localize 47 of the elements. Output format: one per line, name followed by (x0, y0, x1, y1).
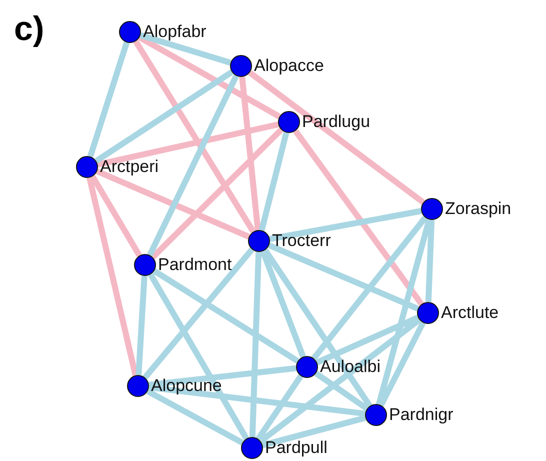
network-link (425, 220, 435, 302)
network-link (146, 388, 244, 446)
network-link (96, 168, 250, 240)
node-label: Trocterr (272, 231, 331, 251)
node-label: Pardlugu (302, 112, 370, 132)
network-link (248, 70, 425, 205)
node-label: Pardpull (265, 438, 328, 458)
network-link (90, 174, 142, 258)
node-label: Pardnigr (389, 405, 454, 425)
network-link (87, 42, 130, 158)
network-link (262, 414, 366, 448)
node-label: Alopcune (151, 376, 222, 396)
node-label: Auloalbi (320, 357, 380, 377)
network-link (262, 248, 372, 408)
node-label: Alopacce (254, 56, 324, 76)
panel-label: c) (14, 10, 44, 49)
network-link (133, 40, 256, 234)
node-label: Arctlute (441, 303, 499, 323)
node-label: Pardmont (158, 255, 232, 275)
network-link (148, 365, 296, 388)
network-link (150, 128, 284, 260)
network-link (136, 276, 148, 376)
network-link (152, 268, 300, 364)
network-link (86, 177, 138, 376)
network-link (147, 74, 239, 256)
node-label: Zoraspin (445, 199, 512, 219)
network-link (258, 317, 422, 444)
network-link (311, 216, 428, 360)
network-link (142, 247, 254, 380)
network-link (249, 252, 262, 438)
network-link (314, 370, 369, 412)
network-link (148, 272, 249, 440)
network-link (269, 208, 422, 242)
network-link (94, 70, 234, 164)
network-link (316, 314, 420, 366)
network-link (376, 218, 432, 406)
network-link (260, 250, 306, 358)
node-label: Alopfabr (143, 22, 206, 42)
node-label: Arctperi (100, 157, 159, 177)
network-link (148, 384, 366, 417)
network-link (268, 242, 420, 312)
network-link (293, 129, 424, 306)
network-link (256, 374, 304, 441)
network-link (258, 132, 290, 232)
network-link (239, 76, 261, 230)
network-link (97, 121, 279, 168)
network-link (140, 32, 232, 66)
